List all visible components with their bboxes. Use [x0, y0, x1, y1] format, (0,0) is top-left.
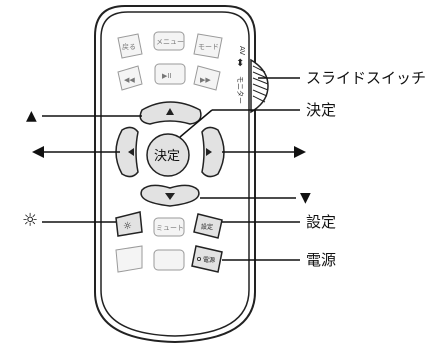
settings-callout: 設定 [306, 213, 337, 231]
menu-button-label: メニュー [156, 38, 184, 46]
play-pause-button[interactable]: ▶II [154, 63, 186, 85]
callout-line-enter-diag [179, 109, 213, 138]
settings-button[interactable]: 設定 [193, 213, 223, 239]
right-callout-arrowhead [294, 146, 306, 158]
switch-arrow-icon: ⬍ [236, 58, 244, 69]
switch-label-av: AV [238, 46, 246, 55]
mute-button-label: ミュート [156, 224, 184, 232]
menu-button[interactable]: メニュー [153, 31, 185, 51]
blank-button-center[interactable] [153, 249, 185, 271]
back-button-label: 戻る [122, 42, 136, 51]
play-pause-icon: ▶II [162, 72, 172, 80]
slide-switch-wheel[interactable] [250, 58, 269, 114]
light-icon: ☼ [123, 221, 132, 232]
forward-icon: ▶▶ [200, 76, 211, 84]
rewind-icon: ◀◀ [124, 76, 135, 84]
down-button[interactable] [140, 184, 200, 207]
down-callout-label: ▼ [300, 190, 311, 206]
mute-button[interactable]: ミュート [153, 217, 185, 237]
light-callout-label: ☼ [22, 210, 39, 231]
power-button[interactable]: 電源 [191, 245, 223, 273]
enter-button-label: 決定 [154, 149, 180, 164]
slide-switch-callout: スライドスイッチ [306, 69, 427, 87]
remote-body-inner [100, 11, 250, 337]
up-button[interactable] [139, 101, 202, 125]
forward-button[interactable]: ▶▶ [193, 65, 221, 91]
right-arrow-icon [206, 148, 212, 156]
mode-button-label: モード [198, 43, 219, 51]
blank-button-left[interactable] [115, 245, 143, 273]
power-indicator-icon [196, 256, 201, 261]
left-callout-arrowhead [32, 146, 44, 158]
back-button[interactable]: 戻る [117, 33, 143, 59]
up-callout-label: ▲ [26, 108, 37, 124]
power-callout: 電源 [306, 251, 337, 269]
mode-button[interactable]: モード [193, 33, 223, 59]
right-button[interactable] [201, 126, 225, 178]
enter-callout: 決定 [306, 101, 337, 119]
light-button[interactable]: ☼ [115, 211, 143, 237]
down-arrow-icon [165, 193, 175, 200]
enter-button[interactable]: 決定 [146, 133, 190, 177]
left-arrow-icon [128, 148, 134, 156]
rewind-button[interactable]: ◀◀ [117, 65, 143, 91]
settings-button-label: 設定 [201, 223, 213, 231]
switch-label-monitor: モニター [236, 76, 245, 104]
power-button-label: 電源 [203, 256, 215, 264]
left-button[interactable] [115, 126, 139, 178]
up-arrow-icon [166, 108, 174, 115]
